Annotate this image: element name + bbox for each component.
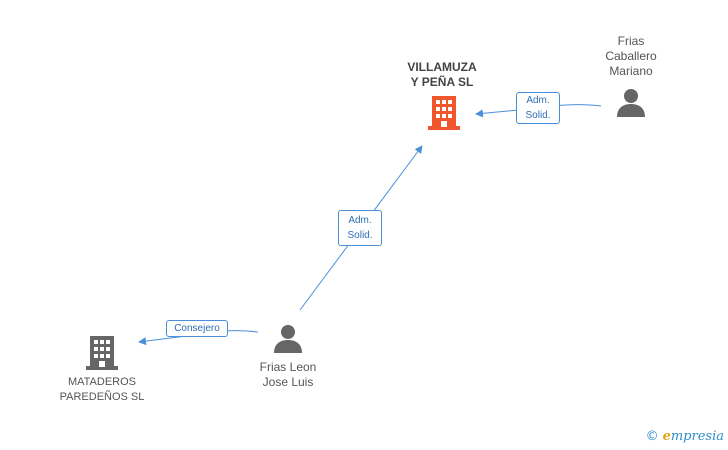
person-icon[interactable]: [616, 88, 646, 118]
edge-badge-line2: Solid.: [525, 110, 551, 121]
person-icon[interactable]: [273, 324, 303, 354]
edge-badge-leon-adm-solid[interactable]: Adm. Solid.: [338, 210, 382, 246]
edge-badge-leon-consejero[interactable]: Consejero: [166, 320, 228, 337]
brand-name: mpresia: [670, 429, 724, 444]
empresia-logo[interactable]: ©empresia: [646, 429, 724, 444]
villamuza-label-line1: VILLAMUZA: [407, 60, 477, 74]
edge-badge-line1: Adm.: [526, 95, 550, 106]
villamuza-label-line2: Y PEÑA SL: [410, 75, 474, 89]
edge-badge-line1: Adm.: [348, 215, 372, 226]
copyright-symbol: ©: [645, 429, 659, 444]
mataderos-label-line1: MATADEROS: [67, 376, 137, 388]
building-icon[interactable]: [86, 336, 118, 370]
frias-caballero-label-line2: Caballero: [605, 49, 657, 63]
mataderos-label[interactable]: MATADEROS PAREDEÑOS SL: [44, 375, 160, 405]
building-icon[interactable]: [428, 96, 460, 130]
frias-caballero-label-line1: Frias: [617, 34, 645, 48]
edge-badge-line2: Solid.: [347, 230, 373, 241]
villamuza-label[interactable]: VILLAMUZA Y PEÑA SL: [390, 60, 494, 90]
edge-badge-caballero-adm-solid[interactable]: Adm. Solid.: [516, 92, 560, 124]
frias-caballero-label-line3: Mariano: [609, 64, 653, 78]
mataderos-label-line2: PAREDEÑOS SL: [59, 391, 145, 403]
frias-leon-label[interactable]: Frias Leon Jose Luis: [238, 360, 338, 390]
edge-badge-line1: Consejero: [174, 323, 220, 334]
frias-leon-label-line2: Jose Luis: [262, 375, 314, 389]
frias-leon-label-line1: Frias Leon: [259, 360, 317, 374]
frias-caballero-label[interactable]: Frias Caballero Mariano: [586, 34, 676, 79]
brand-e: e: [662, 429, 671, 444]
